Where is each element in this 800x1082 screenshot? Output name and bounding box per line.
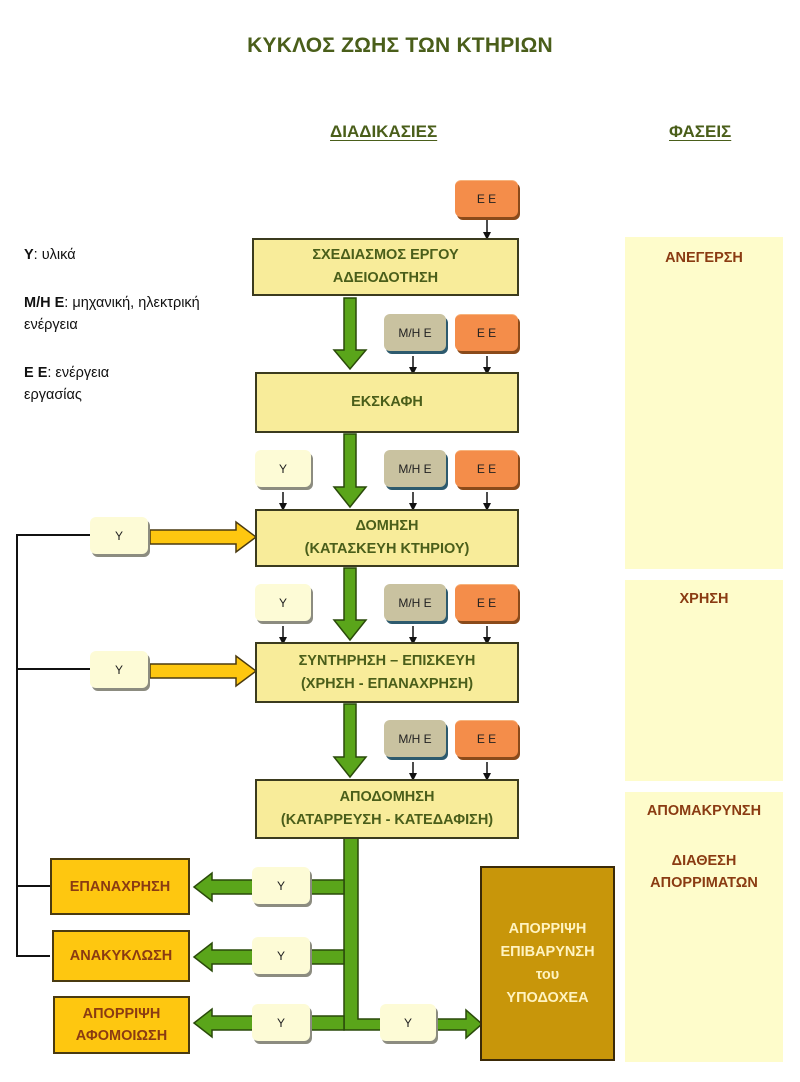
process-label: ΔΟΜΗΣΗ	[355, 518, 419, 534]
output-materials-disposal: Υ	[380, 1004, 436, 1041]
phase-panel-removal: ΑΠΟΜΑΚΡΥΝΣΗ ΔΙΑΘΕΣΗ ΑΠΟΡΡΙΜΑΤΩΝ	[625, 792, 783, 1062]
legend-desc: : υλικά	[33, 247, 76, 263]
output-materials-reuse: Υ	[252, 867, 310, 904]
flow-arrow-4	[332, 703, 368, 779]
legend-desc: : ενέργεια εργασίας	[24, 365, 110, 403]
flow-arrow-2	[332, 433, 368, 509]
process-label: ΣΧΕΔΙΑΣΜΟΣ ΕΡΓΟΥ	[312, 247, 459, 263]
chip-label: Μ/Η Ε	[398, 731, 432, 746]
process-maintenance-repair: ΣΥΝΤΗΡΗΣΗ – ΕΠΙΣΚΕΥΗ (ΧΡΗΣΗ - ΕΠΑΝΑΧΡΗΣΗ…	[255, 642, 519, 703]
flow-arrow-3	[332, 567, 368, 642]
output-materials-recycle: Υ	[252, 937, 310, 974]
recycled-material-arrow-2	[149, 654, 258, 688]
recycled-materials-input: Υ	[90, 651, 148, 688]
materials-input: Υ	[255, 584, 311, 621]
chip-label: Ε Ε	[476, 462, 497, 476]
work-energy-input: Ε Ε	[455, 314, 518, 351]
process-label: ΑΠΟΔΟΜΗΣΗ	[339, 789, 435, 805]
outcome-recycling: ΑΝΑΚΥΚΛΩΣΗ	[52, 930, 190, 982]
chip-label: Ε Ε	[476, 596, 497, 610]
process-construction: ΔΟΜΗΣΗ (ΚΑΤΑΣΚΕΥΗ ΚΤΗΡΙΟΥ)	[255, 509, 519, 567]
chip-label: Υ	[403, 1015, 412, 1030]
process-sublabel: (ΚΑΤΑΡΡΕΥΣΗ - ΚΑΤΕΔΑΦΙΣΗ)	[280, 812, 494, 828]
chip-label: Ε Ε	[476, 192, 497, 206]
legend-key: Μ/Η Ε	[24, 295, 65, 311]
mech-elec-energy-input: Μ/Η Ε	[384, 450, 446, 487]
chip-label: Ε Ε	[476, 326, 497, 340]
processes-column-heading: ΔΙΑΔΙΚΑΣΙΕΣ	[330, 122, 438, 141]
demolition-output-tree	[192, 837, 484, 1040]
chip-label: Ε Ε	[476, 732, 497, 746]
sink-label: του	[535, 966, 560, 983]
process-excavation: ΕΚΣΚΑΦΗ	[255, 372, 519, 433]
outcome-label: ΑΠΟΡΡΙΨΗ	[82, 1006, 161, 1022]
chip-label: Μ/Η Ε	[398, 325, 432, 340]
chip-label: Υ	[278, 595, 287, 610]
output-materials-assimilation: Υ	[252, 1004, 310, 1041]
process-demolition: ΑΠΟΔΟΜΗΣΗ (ΚΑΤΑΡΡΕΥΣΗ - ΚΑΤΕΔΑΦΙΣΗ)	[255, 779, 519, 839]
legend-key: Ε Ε	[24, 365, 48, 381]
process-label: ΣΥΝΤΗΡΗΣΗ – ΕΠΙΣΚΕΥΗ	[298, 652, 476, 669]
work-energy-input: Ε Ε	[455, 720, 518, 757]
sink-label: ΑΠΟΡΡΙΨΗ	[508, 920, 587, 937]
legend-work-energy: Ε Ε: ενέργεια εργασίας	[24, 362, 154, 406]
process-sublabel: (ΧΡΗΣΗ - ΕΠΑΝΑΧΡΗΣΗ)	[300, 675, 474, 692]
phase-sublabel: ΑΠΟΡΡΙΜΑΤΩΝ	[650, 875, 758, 891]
process-sublabel: (ΚΑΤΑΣΚΕΥΗ ΚΤΗΡΙΟΥ)	[304, 541, 470, 557]
phase-panel-construction: ΑΝΕΓΕΡΣΗ	[625, 237, 783, 569]
outcome-label: ΑΝΑΚΥΚΛΩΣΗ	[69, 948, 173, 964]
phase-label: ΧΡΗΣΗ	[679, 591, 729, 607]
phase-label: ΑΠΟΜΑΚΡΥΝΣΗ	[646, 803, 762, 819]
work-energy-input: Ε Ε	[455, 584, 518, 621]
chip-label: Μ/Η Ε	[398, 461, 432, 476]
phase-label: ΑΝΕΓΕΡΣΗ	[665, 250, 743, 266]
phase-panel-use: ΧΡΗΣΗ	[625, 580, 783, 781]
legend-materials: Υ: υλικά	[24, 244, 76, 266]
sink-label: ΕΠΙΒΑΡΥΝΣΗ	[500, 943, 595, 960]
mech-elec-energy-input: Μ/Η Ε	[384, 720, 446, 757]
mech-elec-energy-input: Μ/Η Ε	[384, 314, 446, 351]
disposal-receiver-burden: ΑΠΟΡΡΙΨΗ ΕΠΙΒΑΡΥΝΣΗ του ΥΠΟΔΟΧΕΑ	[480, 866, 615, 1061]
chip-label: Υ	[114, 528, 123, 543]
chip-label: Υ	[276, 1015, 285, 1030]
chip-label: Υ	[276, 878, 285, 893]
recycled-material-arrow-1	[149, 520, 258, 554]
chip-label: Μ/Η Ε	[398, 595, 432, 610]
legend-key: Υ	[24, 247, 34, 263]
legend-mech-elec-energy: Μ/Η Ε: μηχανική, ηλεκτρική ενέργεια	[24, 292, 214, 336]
process-sublabel: ΑΔΕΙΟΔΟΤΗΣΗ	[332, 270, 439, 286]
flow-arrow-1	[332, 297, 368, 371]
legend-desc: : μηχανική, ηλεκτρική ενέργεια	[24, 295, 200, 333]
materials-input: Υ	[255, 450, 311, 487]
diagram-title: ΚΥΚΛΟΣ ΖΩΗΣ ΤΩΝ ΚΤΗΡΙΩΝ	[247, 34, 553, 57]
outcome-disposal-assimilation: ΑΠΟΡΡΙΨΗ ΑΦΟΜΟΙΩΣΗ	[53, 996, 190, 1054]
work-energy-input: Ε Ε	[455, 450, 518, 487]
outcome-reuse: ΕΠΑΝΑΧΡΗΣΗ	[50, 858, 190, 915]
chip-label: Υ	[276, 948, 285, 963]
phases-column-heading: ΦΑΣΕΙΣ	[669, 122, 732, 141]
process-design-permitting: ΣΧΕΔΙΑΣΜΟΣ ΕΡΓΟΥ ΑΔΕΙΟΔΟΤΗΣΗ	[252, 238, 519, 296]
outcome-label: ΕΠΑΝΑΧΡΗΣΗ	[69, 878, 171, 895]
process-label: ΕΚΣΚΑΦΗ	[351, 394, 423, 410]
recycled-materials-input: Υ	[90, 517, 148, 554]
chip-label: Υ	[114, 662, 123, 677]
mech-elec-energy-input: Μ/Η Ε	[384, 584, 446, 621]
outcome-sublabel: ΑΦΟΜΟΙΩΣΗ	[75, 1028, 168, 1044]
chip-label: Υ	[278, 461, 287, 476]
sink-label: ΥΠΟΔΟΧΕΑ	[506, 989, 589, 1006]
work-energy-input: Ε Ε	[455, 180, 518, 217]
phase-sublabel: ΔΙΑΘΕΣΗ	[671, 853, 737, 869]
